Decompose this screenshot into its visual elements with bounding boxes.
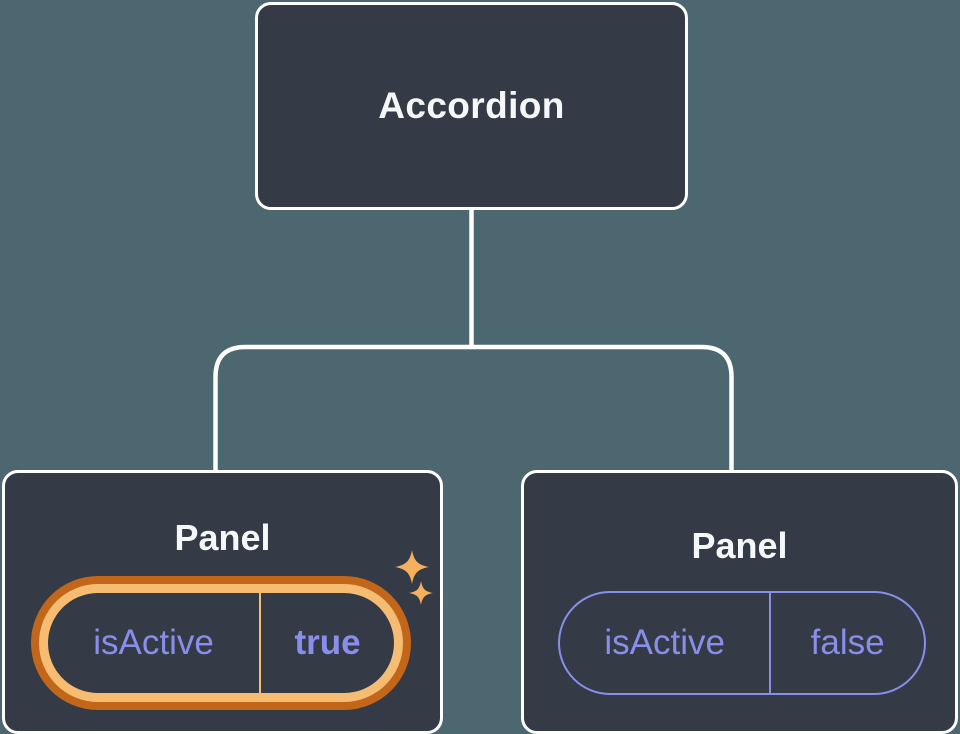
prop-name: isActive xyxy=(604,623,725,662)
prop-pill-divider xyxy=(259,593,262,693)
prop-pill-inactive: isActive false xyxy=(558,591,926,695)
prop-pill-active: isActive true xyxy=(48,593,394,693)
sparkle-icon-large xyxy=(395,550,429,584)
panel-node-label: Panel xyxy=(691,525,788,566)
prop-value: false xyxy=(810,623,885,662)
panel-node-inactive: Panel isActive false xyxy=(521,470,958,734)
sparkle-icon xyxy=(395,550,433,605)
panel-node-label: Panel xyxy=(174,517,271,558)
prop-pill-active-highlight-ring: isActive true xyxy=(31,576,411,710)
prop-pill-divider xyxy=(769,593,772,693)
prop-pill-active-inner-ring: isActive true xyxy=(39,584,403,702)
accordion-node-label: Accordion xyxy=(378,85,565,126)
accordion-node: Accordion xyxy=(255,2,688,210)
sparkle-icon-small xyxy=(409,581,433,605)
panel-node-active: Panel isActive true xyxy=(2,470,443,734)
prop-value: true xyxy=(294,623,361,662)
connector-bracket xyxy=(213,344,734,472)
prop-name: isActive xyxy=(93,623,214,662)
